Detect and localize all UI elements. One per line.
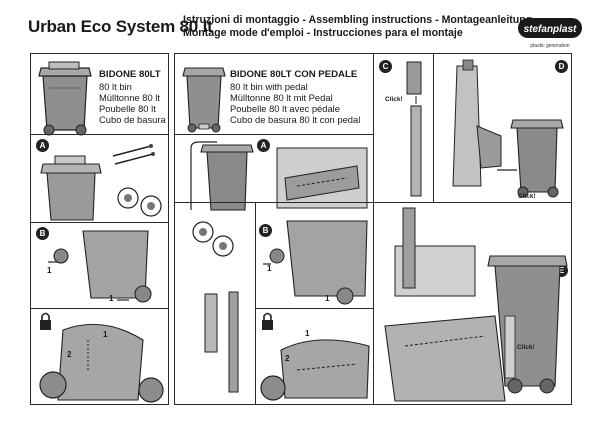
- step-c-illustration: [406, 61, 422, 197]
- step-d-badge: D: [555, 60, 568, 73]
- step-a-pedal-illustration: [190, 141, 368, 211]
- step-b-pedal-number-1a: 1: [267, 264, 272, 273]
- product-1-line-4: Cubo de basura 80 lt: [99, 114, 168, 125]
- product-2-line-2: Mülltonne 80 lt mit Pedal: [230, 92, 333, 103]
- step-e-click-label: Click!: [517, 344, 535, 351]
- step-b-pedal-badge: B: [259, 224, 272, 237]
- step-a-pedal-badge: A: [257, 139, 270, 152]
- product-2-line-1: 80 lt bin with pedal: [230, 81, 308, 92]
- step-b-number-1b: 1: [109, 294, 114, 303]
- brand-tagline: plastic generation: [530, 43, 570, 49]
- step-e-illustration: [384, 207, 568, 402]
- frame-bin-80lt-pedal: BIDONE 80LT CON PEDALE 80 lt bin with pe…: [174, 53, 572, 405]
- product-2-name: BIDONE 80LT CON PEDALE: [230, 69, 358, 80]
- brand-name: stefanplast: [524, 24, 577, 35]
- product-1-line-1: 80 lt bin: [99, 81, 132, 92]
- lock-pedal-number-1: 1: [305, 329, 310, 338]
- step-b-badge: B: [36, 227, 49, 240]
- step-c-pedal-detail: [452, 59, 502, 187]
- lock-number-2: 2: [67, 350, 72, 359]
- product-1-line-3: Poubelle 80 lt: [99, 103, 156, 114]
- instructions-subtitle: Istruzioni di montaggio - Assembling ins…: [183, 14, 532, 40]
- step-c-badge: C: [379, 60, 392, 73]
- subtitle-line-2: Montage mode d'emploi - Instrucciones pa…: [183, 27, 463, 39]
- lock-step-illustration: [39, 312, 164, 403]
- step-d-click-label: Click!: [518, 193, 536, 200]
- product-2-line-3: Poubelle 80 lt avec pédale: [230, 103, 340, 114]
- product-1-line-2: Mülltonne 80 lt: [99, 92, 160, 103]
- frame-bin-80lt: BIDONE 80LT 80 lt bin Mülltonne 80 lt Po…: [30, 53, 169, 405]
- lock-number-1: 1: [103, 330, 108, 339]
- bin-80lt-illustration: [38, 61, 92, 136]
- step-b-number-1a: 1: [47, 266, 52, 275]
- step-a-illustration: [40, 144, 162, 221]
- lock-pedal-illustration: [260, 312, 370, 401]
- step-d-illustration: [497, 119, 564, 198]
- lock-pedal-number-2: 2: [285, 354, 290, 363]
- step-b-pedal-number-1b: 1: [325, 294, 330, 303]
- step-b-illustration: [48, 230, 152, 303]
- product-1-name: BIDONE 80LT: [99, 69, 161, 80]
- step-a-badge: A: [36, 139, 49, 152]
- step-c-click-label: Click!: [385, 96, 403, 103]
- step-b-pedal-illustration: [263, 220, 368, 305]
- subtitle-line-1: Istruzioni di montaggio - Assembling ins…: [183, 14, 533, 26]
- product-2-line-4: Cubo de basura 80 lt con pedal: [230, 114, 361, 125]
- page-title: Urban Eco System 80 lt: [28, 17, 213, 36]
- brand-logo: stefanplast: [518, 16, 582, 40]
- bin-pedal-illustration: [182, 67, 226, 133]
- pedal-parts-illustration: [192, 221, 239, 393]
